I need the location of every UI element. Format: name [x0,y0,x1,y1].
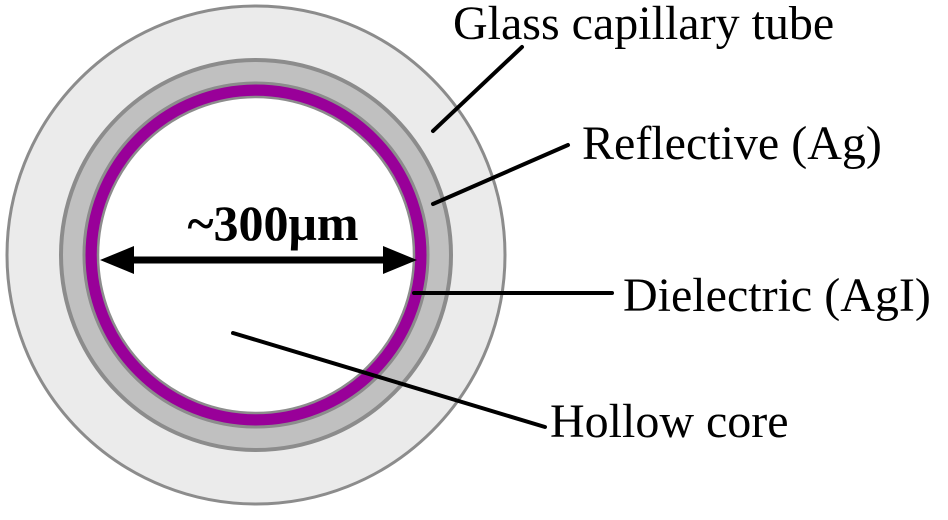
glass-capillary-label: Glass capillary tube [453,0,834,50]
hollow-core-region [96,95,416,415]
diameter-annotation: ~300μm [100,195,417,274]
reflective-ag-label: Reflective (Ag) [582,117,882,170]
diameter-arrowhead-left-icon [100,246,134,274]
diameter-arrowhead-right-icon [383,246,417,274]
hollow-core-label: Hollow core [550,395,789,448]
cross-section-layers [5,4,507,506]
leader-lines [231,45,614,429]
glass-leader-line [431,45,524,133]
hollow-core-leader-line [231,331,547,429]
reflective-leader-line [431,143,570,206]
core-diameter-label: ~300μm [188,195,359,251]
dielectric-agi-label: Dielectric (AgI) [623,269,931,322]
layer-labels: Glass capillary tube Reflective (Ag) Die… [453,0,931,448]
